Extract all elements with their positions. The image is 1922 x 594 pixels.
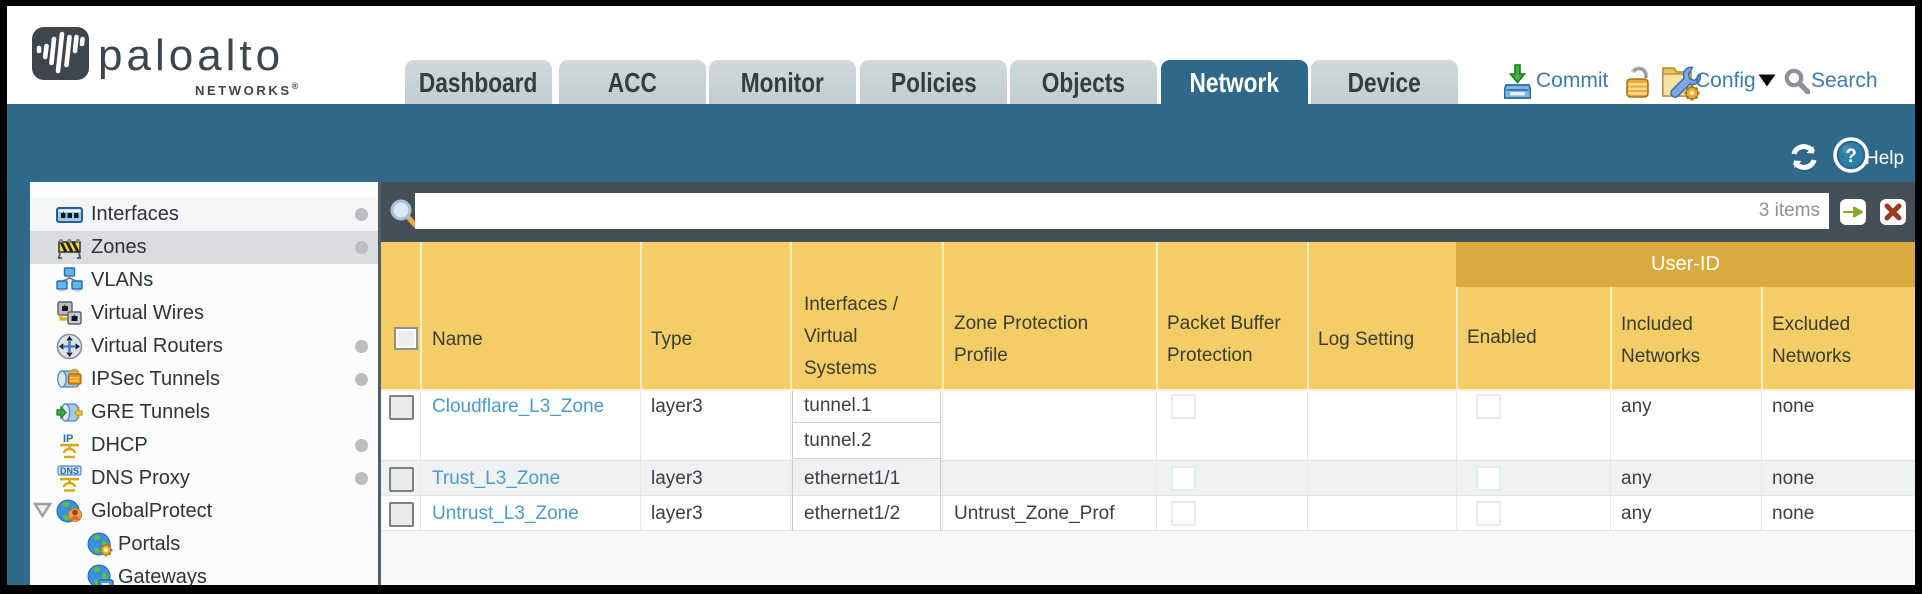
svg-text:DNS: DNS (60, 466, 79, 476)
svg-text:?: ? (1845, 146, 1857, 167)
svg-text:IP: IP (63, 433, 73, 445)
